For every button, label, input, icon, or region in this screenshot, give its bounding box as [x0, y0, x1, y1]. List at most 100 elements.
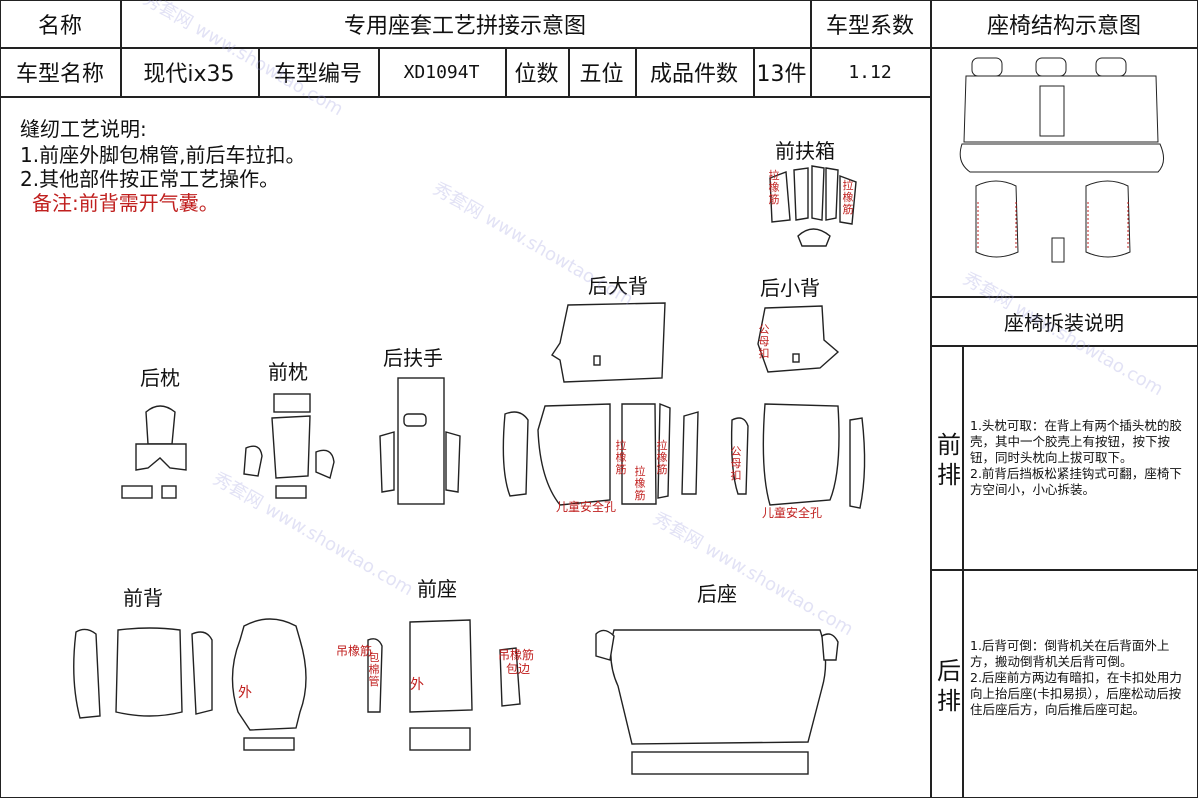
model-name-label: 车型名称	[15, 62, 104, 87]
front-back-strip	[243, 737, 295, 751]
name-label: 名称	[37, 13, 82, 39]
rear-big-back-side-l	[502, 411, 529, 497]
tag-child-safety-2: 儿童安全孔	[762, 506, 823, 520]
rear-big-back-lower	[537, 403, 611, 506]
seats-value: 五位	[579, 62, 624, 87]
label-front-headrest: 前枕	[268, 360, 308, 384]
rear-small-back-lower	[762, 403, 840, 506]
header-vline-8	[635, 47, 637, 96]
header-vline-1	[120, 0, 122, 96]
front-headrest-body	[271, 415, 311, 479]
model-code-label: 车型编号	[273, 62, 362, 87]
rear-armrest-main	[397, 377, 445, 505]
coefficient-label: 车型系数	[825, 13, 914, 39]
rear-small-back-side-r	[849, 417, 866, 509]
rear-armrest-hole	[403, 413, 427, 427]
console-piece-mid2	[825, 167, 839, 221]
rear-seat-left	[595, 629, 615, 661]
rear-big-back-strip-2	[657, 402, 671, 499]
notes-title: 缝纫工艺说明:	[20, 117, 147, 141]
header-vline-9	[753, 47, 755, 96]
label-front-console: 前扶箱	[775, 139, 835, 163]
page-title: 专用座套工艺拼接示意图	[343, 13, 586, 39]
rear-headrest-top	[145, 405, 176, 445]
seats-label: 位数	[514, 62, 559, 87]
rear-small-back-side-l	[730, 417, 749, 495]
header-vline-3	[930, 0, 932, 798]
rear-headrest-strip-2	[161, 485, 177, 499]
front-headrest-left	[243, 445, 263, 477]
label-rear-seat: 后座	[697, 582, 737, 606]
tag-outer-1: 外	[238, 685, 252, 701]
notes-line-2: 2.其他部件按正常工艺操作。	[20, 167, 280, 191]
label-front-seat: 前座	[417, 577, 457, 601]
rear-big-back-strip-1	[621, 403, 657, 505]
tag-elastic-mid: 拉橡筋	[634, 465, 646, 502]
front-seat-main	[409, 619, 473, 713]
console-piece-left2	[793, 167, 809, 221]
right-divider-2	[930, 296, 1198, 298]
rear-big-back-side-r	[681, 411, 699, 495]
tag-male-buckle-1: 公母扣	[758, 323, 770, 360]
label-front-back: 前背	[123, 586, 163, 610]
rear-seat-main	[610, 629, 827, 745]
front-seat-strip	[409, 727, 471, 751]
tag-elastic-right: 拉橡筋	[842, 179, 854, 216]
header-vline-2	[810, 0, 812, 96]
right-vline	[962, 345, 964, 798]
model-name: 现代ix35	[143, 62, 235, 87]
right-divider-3	[930, 345, 1198, 347]
seat-structure-illustration	[959, 57, 1164, 263]
rear-headrest-strip	[121, 485, 153, 499]
rear-armrest-right	[445, 431, 461, 493]
tag-cotton-tube: 包棉管	[368, 651, 380, 688]
structure-title: 座椅结构示意图	[986, 13, 1141, 39]
rear-headrest-body	[135, 443, 187, 471]
right-divider-1	[930, 47, 1198, 49]
front-back-right	[191, 631, 213, 715]
front-back-center	[115, 627, 183, 717]
tag-edge: 包边	[506, 662, 531, 676]
header-divider-2	[0, 96, 930, 98]
header-divider-1	[0, 47, 930, 49]
rear-small-back-hole	[792, 353, 800, 363]
front-headrest-top	[273, 393, 311, 413]
header-vline-5	[378, 47, 380, 96]
tag-male-buckle-2: 公母扣	[730, 445, 742, 482]
rear-row-text: 1.后背可倒：倒背机关在后背面外上方，搬动倒背机关后背可倒。 2.后座前方两边有…	[970, 638, 1182, 717]
front-headrest-right	[315, 449, 335, 479]
front-back-outer	[231, 618, 307, 731]
rear-small-back-main	[757, 305, 840, 373]
console-piece-right	[839, 174, 857, 225]
console-piece-left	[769, 171, 791, 223]
tag-child-safety-1: 儿童安全孔	[556, 500, 617, 514]
coefficient-value: 1.12	[848, 61, 892, 83]
front-back-left	[73, 628, 101, 719]
front-row-text: 1.头枕可取：在背上有两个插头枕的胶壳，其中一个胶壳上有按钮，按下按钮，同时头枕…	[970, 418, 1182, 497]
rear-seat-strip	[631, 751, 809, 775]
tag-outer-2: 外	[410, 677, 424, 693]
rear-row-label: 后排	[937, 657, 961, 715]
pattern-pieces	[73, 165, 866, 775]
label-rear-big-back: 后大背	[588, 274, 648, 298]
rear-big-back-main	[551, 302, 666, 383]
label-rear-small-back: 后小背	[760, 276, 820, 300]
tag-elastic-left: 拉橡筋	[768, 169, 780, 206]
label-rear-headrest: 后枕	[140, 366, 180, 390]
front-seat-left	[367, 638, 383, 713]
header-vline-4	[258, 47, 260, 96]
tag-pull-elastic-1: 拉橡筋	[615, 439, 627, 476]
header-vline-7	[568, 47, 570, 96]
rear-armrest-left	[379, 431, 395, 493]
rear-big-back-hole	[593, 355, 601, 366]
front-seat-right	[499, 647, 521, 707]
console-piece-bottom	[797, 228, 831, 247]
right-divider-4	[930, 569, 1198, 571]
console-piece-mid	[811, 165, 825, 221]
notes-remark: 备注:前背需开气囊。	[32, 191, 219, 215]
tag-hang-elastic-1: 吊橡筋	[336, 644, 373, 658]
header-vline-6	[505, 47, 507, 96]
pieces-value: 13件	[756, 62, 807, 87]
tag-pull-elastic-2: 拉橡筋	[656, 439, 668, 476]
